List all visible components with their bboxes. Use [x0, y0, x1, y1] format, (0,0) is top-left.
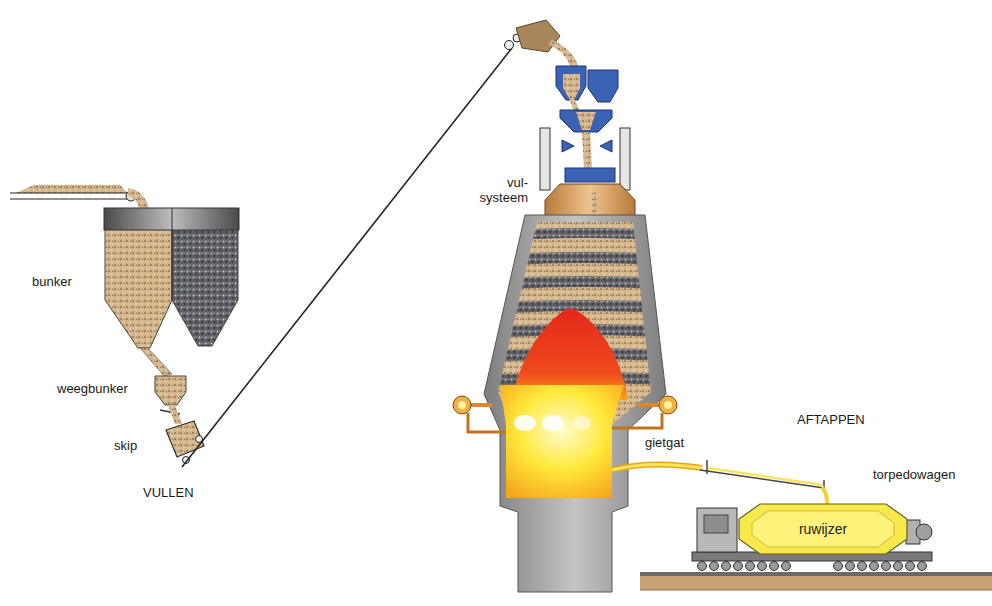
weigh-hopper [155, 376, 186, 424]
tapping-runner [612, 460, 827, 508]
node-text: ruwijzer [799, 521, 847, 537]
part-label: vul- systeem [462, 175, 528, 205]
ladle-tank: ruwijzer [738, 503, 908, 555]
part-label: weegbunker [57, 381, 128, 396]
part-label: AFTAPPEN [797, 412, 865, 427]
part-label: torpedowagen [873, 467, 955, 482]
hot-blast-ring [453, 396, 677, 432]
gas-uptake-pipes [540, 128, 630, 190]
bunker-silos [104, 208, 239, 376]
part-label: bunker [32, 274, 72, 289]
charging-top [505, 20, 619, 182]
skip-car [166, 421, 204, 464]
blast-furnace [480, 184, 690, 592]
skip-rail [182, 48, 512, 467]
part-label: skip [114, 438, 137, 453]
part-label: VULLEN [143, 485, 194, 500]
part-label: gietgat [645, 435, 684, 450]
